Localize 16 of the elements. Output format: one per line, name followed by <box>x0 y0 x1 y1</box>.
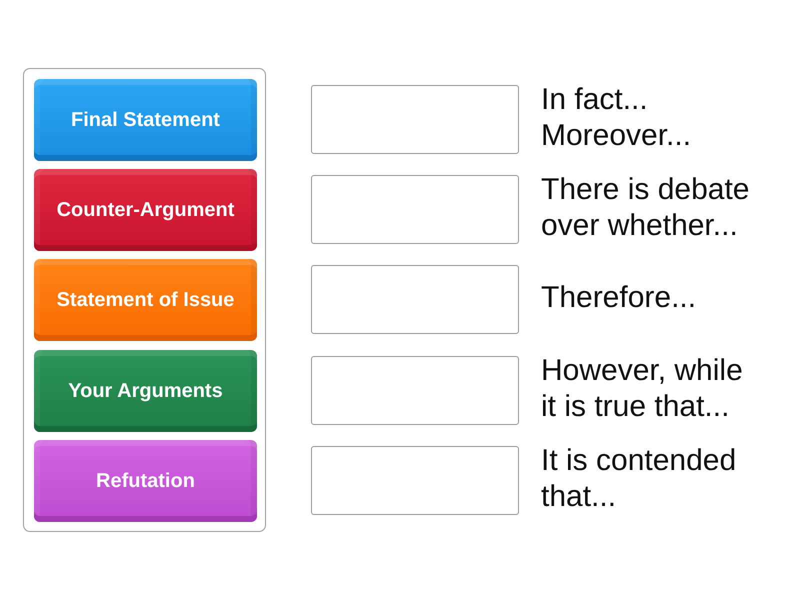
tile-panel <box>23 68 266 532</box>
answer-box <box>311 175 519 244</box>
answer-box <box>311 356 519 425</box>
answer-box <box>311 446 519 515</box>
answer-box <box>311 85 519 154</box>
answer-card: Final Statement <box>34 79 257 161</box>
answer-box <box>311 265 519 334</box>
prompt-text: Therefore... <box>541 280 696 316</box>
answer-card: Your Arguments <box>34 350 257 432</box>
prompt-text: In fact... Moreover... <box>541 82 692 154</box>
answer-card: Refutation <box>34 440 257 522</box>
prompt-text: There is debate over whether... <box>541 172 750 244</box>
answer-card: Statement of Issue <box>34 259 257 341</box>
prompt-text: It is contended that... <box>541 442 738 514</box>
prompt-text: However, while it is true that... <box>541 352 744 424</box>
answer-card: Counter-Argument <box>34 169 257 251</box>
